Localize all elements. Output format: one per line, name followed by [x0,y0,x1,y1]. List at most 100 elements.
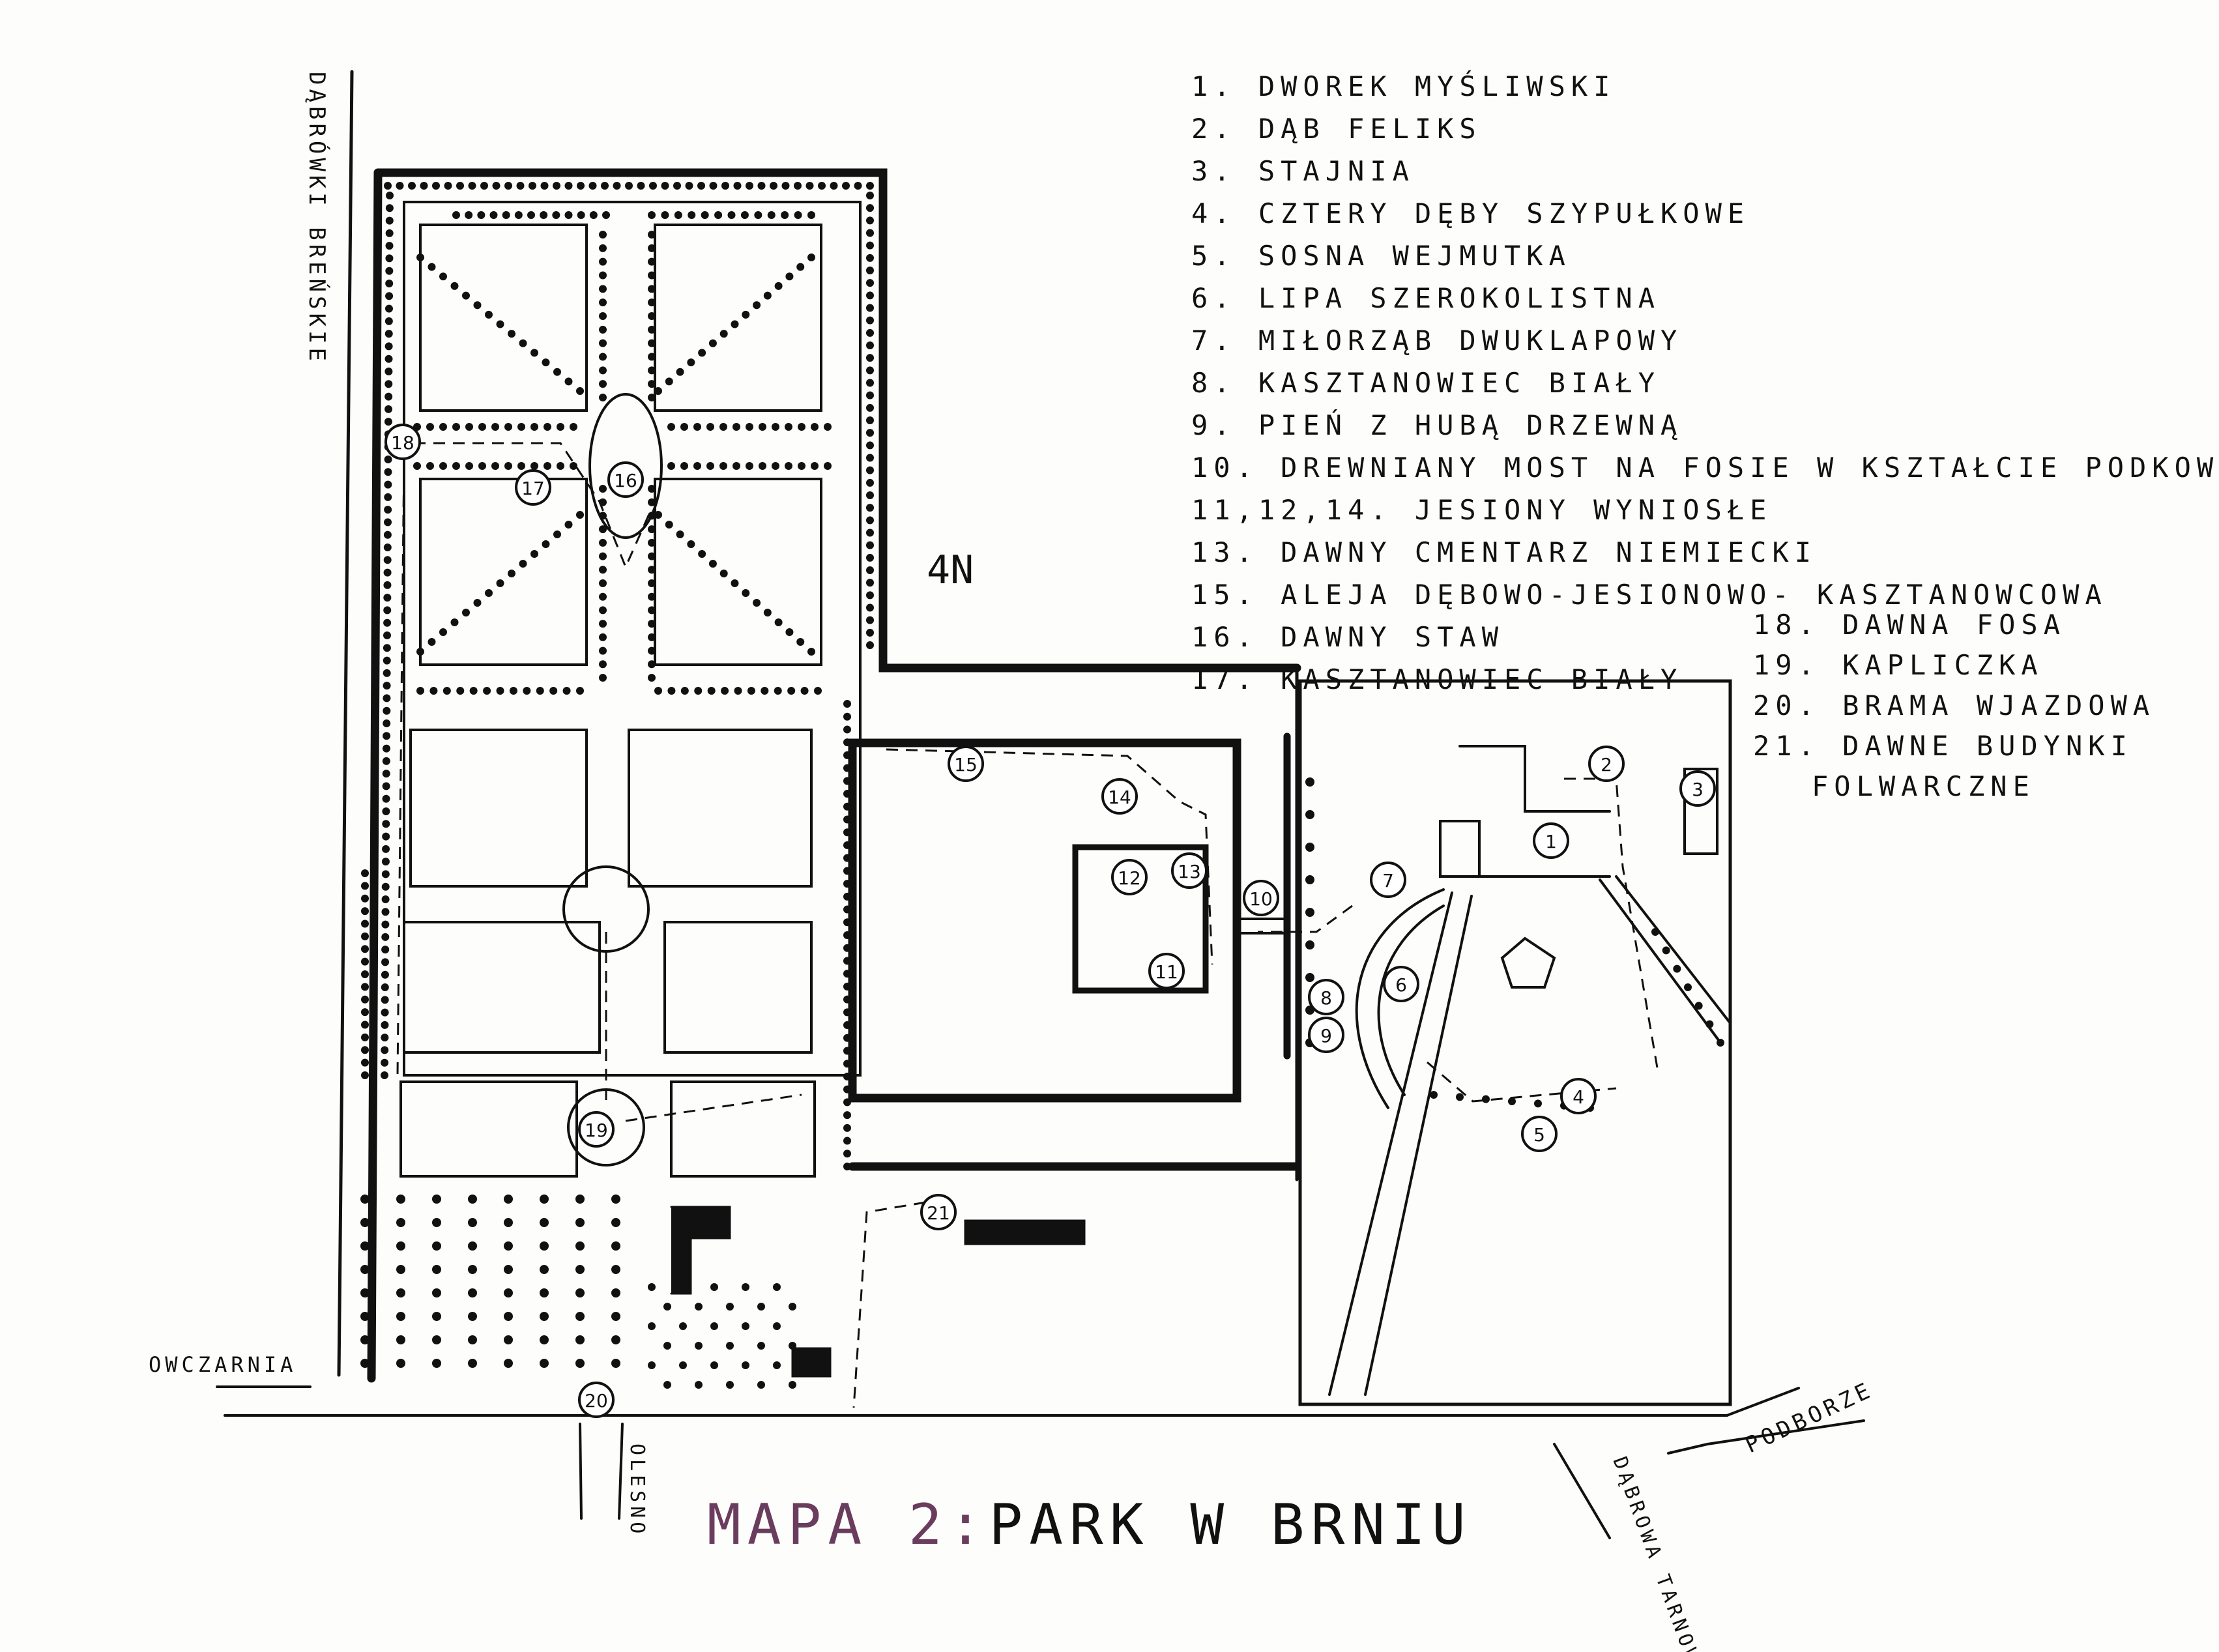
tree-dot [734,687,742,695]
tree-dot [361,920,369,928]
tree-dot [384,380,393,388]
tree-dot [383,669,391,677]
map-marker-label: 11 [1155,961,1178,983]
legend-item: FOLWARCZNE [1812,770,2035,802]
tree-dot [843,867,851,875]
tree-dot [432,182,440,190]
map-title: MAPA 2:PARK W BRNIU [707,1492,1472,1558]
tree-dot [648,285,656,293]
tree-dot [1305,908,1314,917]
tree-dot [536,687,544,695]
tree-dot [452,211,460,219]
tree-dot [719,423,727,431]
tree-dot [428,263,436,271]
tree-dot [773,1361,781,1369]
tree-dot [381,1021,389,1029]
map-marker-circle [515,469,551,506]
tree-dot [866,541,874,549]
tree-dot [483,687,491,695]
tree-dot [382,832,390,841]
legend-item: 18. DAWNA FOSA [1753,609,2067,641]
tree-dot [648,579,656,587]
tree-dot [575,1265,585,1274]
tree-dot [439,423,447,431]
tree-dot [361,882,369,890]
tree-dot [648,485,656,493]
tree-dot [719,330,728,338]
tree-dot [667,462,675,470]
tree-dot [599,353,607,361]
tree-dot [360,1265,370,1274]
tree-dot [866,254,874,262]
tree-dot [383,556,392,564]
map-marker-label: 18 [391,432,414,454]
road-label-podborze: PODBORZE [1741,1376,1878,1458]
tree-dot [360,1195,370,1204]
tree-dot [361,869,369,877]
tree-dot [468,1265,477,1274]
tree-dot [843,1047,851,1055]
tree-dot [382,782,390,790]
tree-dot [432,1312,441,1321]
tree-dot [805,182,814,190]
tree-dot [695,1303,703,1311]
tree-dot [794,211,802,219]
tree-dot [648,1322,656,1330]
tree-dot [381,983,389,991]
tree-dot [866,553,874,562]
tree-dot [1717,1039,1724,1047]
tree-dot [763,609,772,616]
tree-dot [381,1058,389,1067]
tree-dot [866,491,874,499]
tree-dot [381,858,390,866]
tree-dot [428,638,436,646]
tree-dot [385,229,394,237]
tree-dot [1705,1020,1714,1028]
tree-dot [385,254,394,263]
tree-dot [575,1335,585,1344]
map-marker-label: 16 [614,470,637,491]
tree-dot [807,254,815,261]
tree-dot [599,566,607,574]
map-title-prefix: MAPA 2: [707,1492,989,1558]
tree-dot [654,687,662,695]
tree-dot [761,687,769,695]
tree-dot [707,687,716,695]
tree-dot [697,182,705,190]
tree-dot [648,512,656,520]
tree-dot [843,828,851,837]
tree-dot [843,931,851,939]
tree-dot [866,478,874,487]
tree-dot [504,1195,513,1204]
tree-dot [772,462,779,470]
tree-dot [492,182,500,190]
tree-dot [732,462,740,470]
tree-dot [599,394,607,401]
tree-dot [680,687,689,695]
tree-dot [491,462,499,470]
tree-dot [575,1312,585,1321]
tree-dot [719,462,727,470]
tree-dot [814,687,822,695]
tree-dot [843,957,851,965]
tree-dot [746,462,753,470]
map-marker-label: 5 [1533,1124,1545,1146]
tree-dot [601,182,609,190]
tree-dot [540,1312,549,1321]
map-marker-circle [1111,859,1148,895]
tree-dot [663,1381,671,1389]
tree-dot [648,394,656,401]
tree-dot [381,996,389,1004]
tree-dot [843,995,851,1004]
tree-dot [383,581,392,589]
map-marker-label: 3 [1692,779,1704,800]
tree-dot [396,182,404,190]
tree-dot [866,441,874,450]
tree-dot [866,591,874,600]
tree-dot [384,182,392,190]
tree-dot [540,1335,549,1344]
tree-dot [599,285,607,293]
tree-dot [740,211,749,219]
tree-dot [648,538,656,547]
tree-dot [866,391,874,399]
